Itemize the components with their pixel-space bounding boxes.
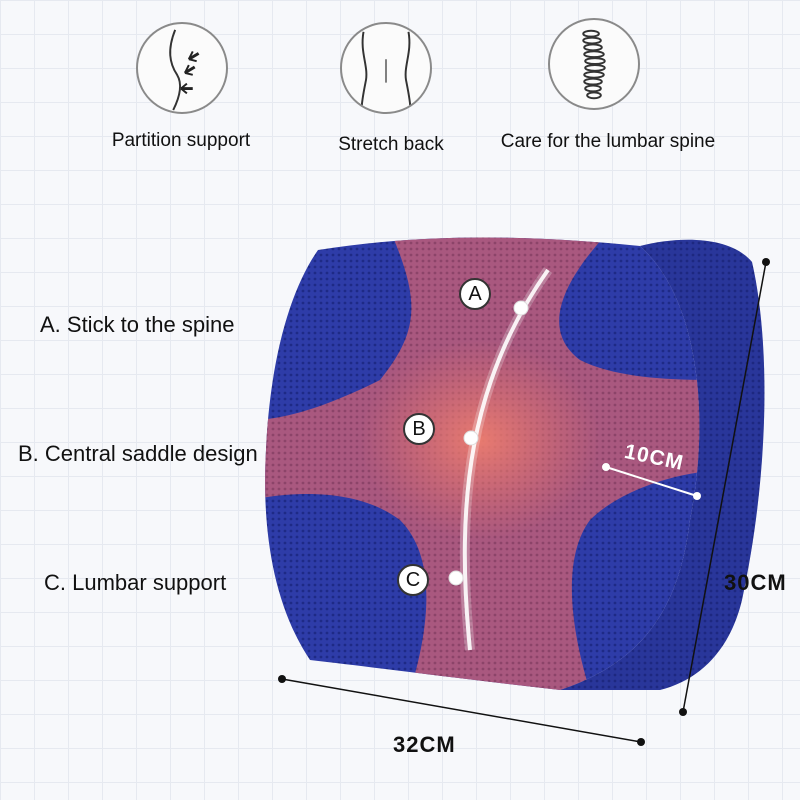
width-label: 32CM: [393, 732, 456, 757]
stretch-back-icon: [340, 22, 432, 114]
marker-c: C: [397, 564, 429, 596]
marker-a: A: [459, 278, 491, 310]
feature-label-lumbar-spine: Care for the lumbar spine: [500, 131, 716, 152]
point-label-central-saddle: B. Central saddle design: [18, 441, 258, 466]
partition-support-icon: [136, 22, 228, 114]
feature-label-stretch-back: Stretch back: [338, 134, 444, 155]
point-label-stick-to-spine: A. Stick to the spine: [40, 312, 235, 337]
feature-label-partition-support: Partition support: [111, 130, 251, 151]
marker-b: B: [403, 413, 435, 445]
lumbar-spine-icon: [548, 18, 640, 110]
height-label: 30CM: [724, 570, 787, 595]
point-label-lumbar-support: C. Lumbar support: [44, 570, 227, 595]
